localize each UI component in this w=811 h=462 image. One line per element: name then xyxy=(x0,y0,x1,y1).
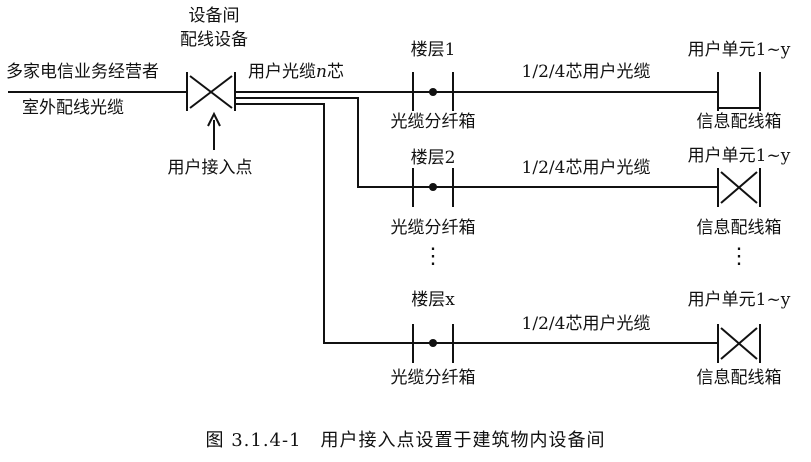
floor-x-box-label: 光缆分纤箱 xyxy=(390,368,476,388)
room-cross-b xyxy=(189,75,233,109)
floor-1-unit-label: 用户单元1~y xyxy=(687,40,791,60)
room-label-line1: 设备间 xyxy=(188,6,240,26)
splitter-2-dot xyxy=(429,183,437,191)
floor-x-label: 楼层x xyxy=(411,290,455,310)
operator-label-line1: 多家电信业务经营者 xyxy=(6,62,159,82)
trunk-floor-x xyxy=(235,103,413,344)
floor-1-info-label: 信息配线箱 xyxy=(696,112,782,132)
floor-x-cable-label: 1/2/4芯用户光缆 xyxy=(521,314,651,334)
floor-1-cable-label: 1/2/4芯用户光缆 xyxy=(521,62,651,82)
figure-caption: 图 3.1.4-1 用户接入点设置于建筑物内设备间 xyxy=(205,430,606,451)
trunk-label-prefix: 用户光缆 xyxy=(248,62,316,82)
operator-label-line2: 室外配线光缆 xyxy=(22,98,124,118)
splitter-1-dot xyxy=(429,88,437,96)
floor-ellipsis-left: ⋮ xyxy=(422,244,444,269)
floor-2-cable-label: 1/2/4芯用户光缆 xyxy=(521,158,651,178)
info-box-x-cross-b xyxy=(720,327,758,360)
floor-x-unit-label: 用户单元1~y xyxy=(687,290,791,310)
floor-x-info-label: 信息配线箱 xyxy=(696,368,782,388)
splitter-x-dot xyxy=(429,339,437,347)
floor-1-box-label: 光缆分纤箱 xyxy=(390,112,476,132)
floor-ellipsis-right: ⋮ xyxy=(728,244,750,269)
room-label-line2: 配线设备 xyxy=(180,30,248,50)
floor-2-box-label: 光缆分纤箱 xyxy=(390,218,476,238)
info-box-2-cross-b xyxy=(720,171,758,204)
trunk-label-var: n xyxy=(316,62,327,82)
floor-2-unit-label: 用户单元1~y xyxy=(687,146,791,166)
trunk-label-suffix: 芯 xyxy=(326,62,344,82)
access-arrow-head xyxy=(207,111,221,127)
floor-1-label: 楼层1 xyxy=(410,40,456,60)
trunk-cable-label: 用户光缆n芯 xyxy=(248,62,344,82)
floor-2-info-label: 信息配线箱 xyxy=(696,218,782,238)
trunk-floor-2 xyxy=(235,97,413,188)
access-point-label: 用户接入点 xyxy=(167,158,253,178)
floor-2-label: 楼层2 xyxy=(410,148,456,168)
